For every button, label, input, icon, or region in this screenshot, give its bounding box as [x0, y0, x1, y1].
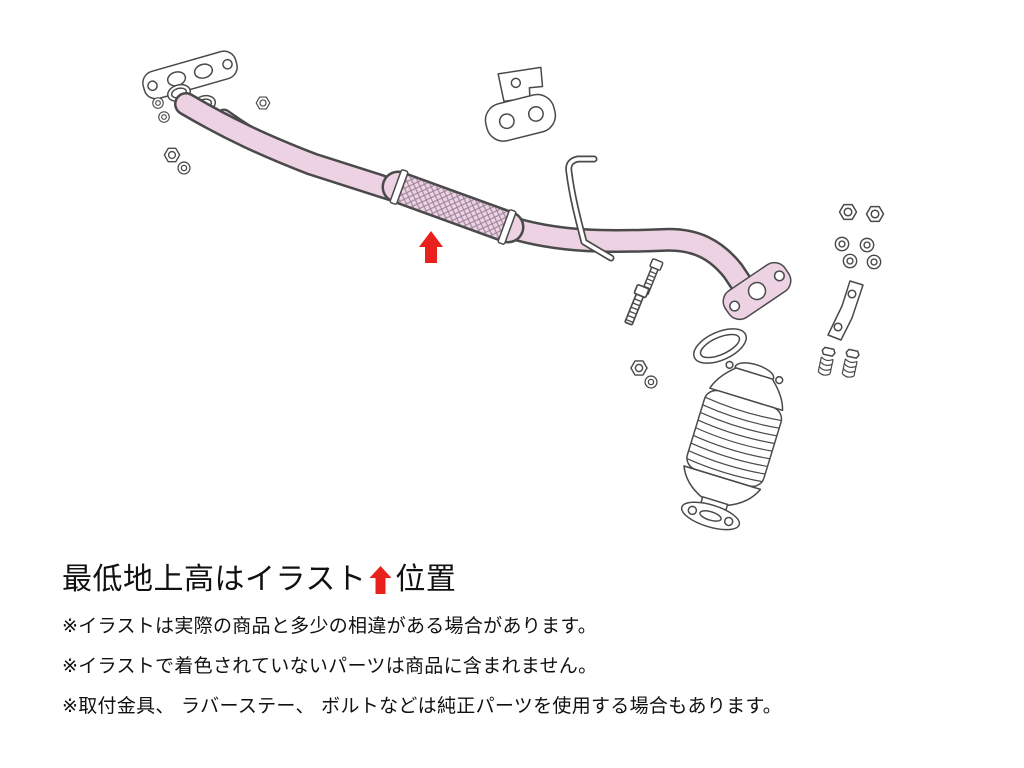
note-line: ※イラストは実際の商品と多少の相違がある場合があります。 [62, 615, 598, 637]
up-arrow-icon [369, 566, 392, 594]
small-washer [152, 97, 164, 109]
title-text-before: 最低地上高はイラスト [62, 562, 367, 597]
hardware-nuts [838, 203, 885, 223]
stud-nut [163, 147, 191, 175]
note-line: ※取付金具、 ラバーステー、 ボルトなどは純正パーツを使用する場合もあります。 [62, 695, 783, 717]
flex-section [381, 169, 525, 245]
hanger-rod [565, 155, 615, 262]
outlet-flange [722, 261, 792, 321]
min-clearance-arrow-icon [419, 231, 443, 263]
flange-bolts [621, 257, 664, 327]
rubber-hanger-bracket [484, 66, 557, 142]
page-title: 最低地上高はイラスト 位置 [62, 562, 782, 598]
stay-bracket [827, 280, 864, 341]
title-text-after: 位置 [395, 562, 457, 597]
small-washer [158, 111, 170, 123]
exhaust-parts-diagram [142, 50, 885, 531]
hex-nut [255, 96, 271, 110]
caption: 最低地上高はイラスト 位置 ※イラストは実際の商品と多少の相違がある場合がありま… [62, 562, 782, 718]
hardware-washers [834, 236, 882, 270]
note-line: ※イラストで着色されていないパーツは商品に含まれません。 [62, 655, 598, 677]
flange-nut [630, 360, 658, 389]
front-pipe [174, 92, 757, 301]
spring-bolts [816, 346, 861, 380]
bolt [621, 283, 650, 327]
catalytic-converter [680, 360, 784, 531]
outlet-gasket [693, 328, 747, 364]
